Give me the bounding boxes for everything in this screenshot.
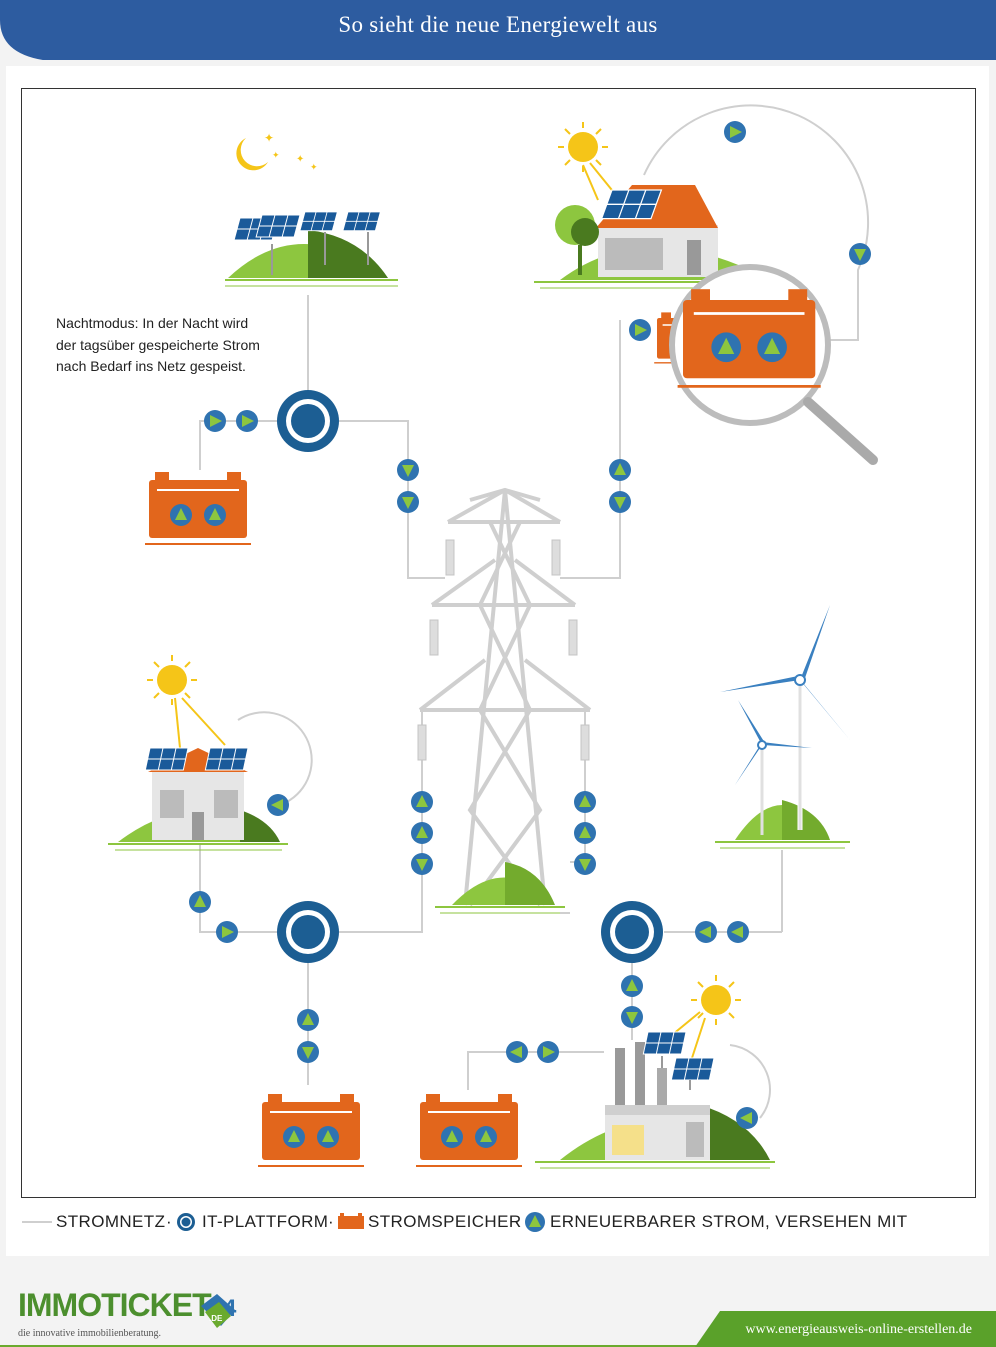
- stromspeicher-icon: [338, 1213, 364, 1229]
- power-pylon: [418, 487, 592, 907]
- night-mode-note: Nachtmodus: In der Nacht wird der tagsüb…: [56, 313, 296, 378]
- svg-text:✦: ✦: [272, 150, 280, 160]
- legend-stromspeicher: STROMSPEICHER: [368, 1212, 522, 1231]
- it-platform-hub-2: [277, 901, 339, 963]
- svg-text:✦: ✦: [264, 131, 274, 145]
- night-solar-farm: ✦ ✦ ✦ ✦: [225, 131, 398, 287]
- erneuerbarer-strom-icon: [525, 1212, 545, 1232]
- legend-sep-3: ·: [514, 1212, 521, 1231]
- battery-storage-1: [144, 471, 252, 545]
- svg-text:✦: ✦: [310, 162, 318, 172]
- house-with-solar-left: [108, 654, 288, 851]
- legend-erneuerbarer: ERNEUERBARER STROM, VERSEHEN MIT: [550, 1212, 908, 1231]
- note-line-1: Nachtmodus: In der Nacht wird: [56, 315, 249, 331]
- footer-band: [0, 1311, 996, 1347]
- legend-symbols: [22, 1212, 545, 1232]
- legend-it-plattform: IT-PLATTFORM: [202, 1212, 329, 1231]
- factory-with-solar: [535, 974, 775, 1169]
- legend-stromnetz: STROMNETZ: [56, 1212, 166, 1231]
- house-with-solar-top: [534, 121, 750, 289]
- it-platform-hub-1: [277, 390, 339, 452]
- note-line-3: nach Bedarf ins Netz gespeist.: [56, 358, 246, 374]
- svg-text:✦: ✦: [296, 154, 304, 165]
- it-plattform-icon: [177, 1213, 195, 1231]
- note-line-2: der tagsüber gespeicherte Strom: [56, 336, 260, 353]
- battery-storage-2: [257, 1093, 365, 1167]
- battery-storage-3: [415, 1093, 523, 1167]
- wind-turbines: [715, 605, 850, 849]
- legend: STROMNETZ · IT-PLATTFORM · STROMSPEICHER…: [20, 1208, 950, 1236]
- svg-text:.DE: .DE: [209, 1314, 223, 1323]
- it-platform-hub-3: [601, 901, 663, 963]
- page-title: So sieht die neue Energiewelt aus: [338, 12, 658, 37]
- magnifier-battery: [653, 264, 878, 465]
- footer-url-link[interactable]: www.energieausweis-online-erstellen.de: [745, 1322, 972, 1337]
- legend-sep-1: ·: [166, 1212, 173, 1231]
- logo-tagline: die innovative immobilienberatung.: [18, 1328, 162, 1339]
- header-banner: [0, 0, 996, 60]
- legend-sep-2: ·: [328, 1212, 335, 1231]
- logo-name: IMMOTICKET: [18, 1287, 212, 1323]
- logo-tag-icon: .DE: [201, 1294, 235, 1328]
